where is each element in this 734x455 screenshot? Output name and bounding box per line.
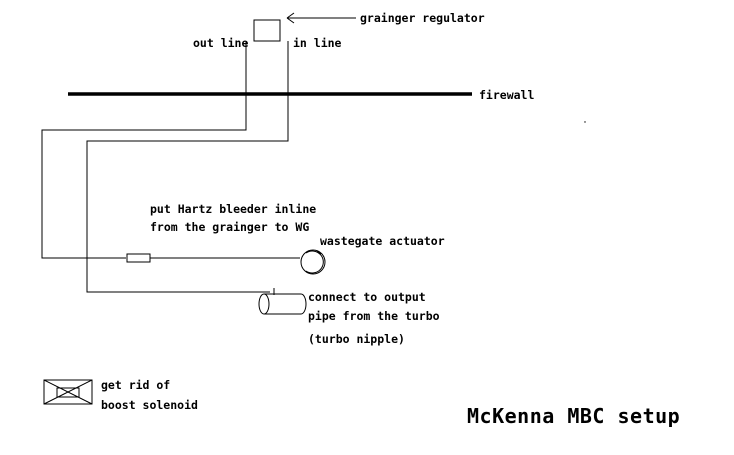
output-note-line1: connect to output xyxy=(308,290,426,304)
hartz-bleeder xyxy=(126,253,151,263)
out-line-hose xyxy=(41,41,247,259)
turbo-output-pipe xyxy=(258,288,307,315)
out-line-label: out line xyxy=(193,36,248,50)
wastegate-actuator xyxy=(300,249,326,275)
stray-dot xyxy=(584,121,586,123)
in-line-label: in line xyxy=(293,36,342,50)
regulator-box xyxy=(253,19,281,42)
output-note-line3: (turbo nipple) xyxy=(308,332,405,346)
regulator-label: grainger regulator xyxy=(360,11,485,25)
bleeder-note-line1: put Hartz bleeder inline xyxy=(150,202,316,216)
crossed-out-solenoid xyxy=(43,379,93,405)
diagram-title: McKenna MBC setup xyxy=(467,404,680,428)
firewall-label: firewall xyxy=(479,88,534,102)
wastegate-label: wastegate actuator xyxy=(320,234,445,248)
regulator-arrow xyxy=(286,12,356,24)
solenoid-note-line2: boost solenoid xyxy=(101,398,198,412)
bleeder-note-line2: from the grainger to WG xyxy=(150,220,309,234)
solenoid-note-line1: get rid of xyxy=(101,378,170,392)
in-line-hose xyxy=(86,41,289,293)
output-note-line2: pipe from the turbo xyxy=(308,309,440,323)
